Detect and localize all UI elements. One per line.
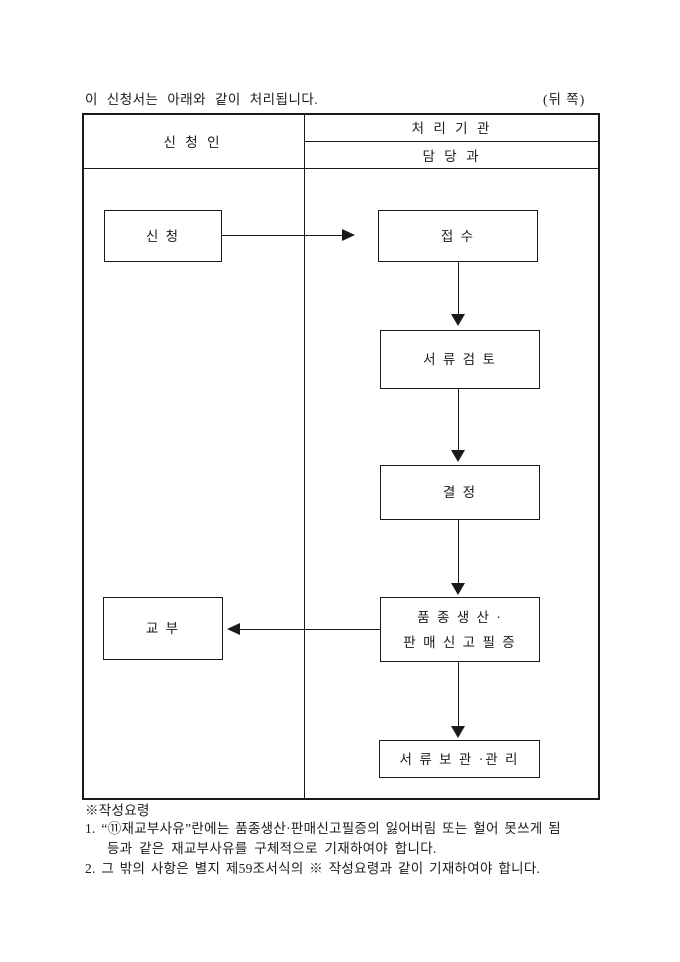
flow-box-document-review: 서 류 검 토 [380,330,540,389]
flow-box-decision: 결 정 [380,465,540,520]
notes-title: ※작성요령 [85,803,150,818]
flow-box-storage: 서 류 보 관 ·관 리 [379,740,540,778]
flow-box-receipt: 접 수 [378,210,538,262]
applicant-header-cell: 신 청 인 [163,134,223,150]
arrowhead-right-icon [342,229,355,241]
connector-apply-to-receipt [222,235,342,236]
department-header-cell: 담 당 과 [422,148,482,164]
back-side-label: (뒤 쪽) [543,92,586,107]
connector-certificate-to-issue [240,629,380,630]
note-item-2: 2. 그 밖의 사항은 별지 제59조서식의 ※ 작성요령과 같이 기재하여야 … [85,861,541,876]
connector-decision-to-certificate [458,520,459,583]
arrowhead-down-icon [451,450,465,462]
header-bottom-line [82,168,600,169]
certificate-label-line1: 품 종 생 산 · [417,609,503,625]
connector-receipt-to-review [458,262,459,314]
arrowhead-left-icon [227,623,240,635]
certificate-label-line2: 판 매 신 고 필 증 [403,634,517,650]
flow-box-certificate: 품 종 생 산 · 판 매 신 고 필 증 [380,597,540,662]
arrowhead-down-icon [451,314,465,326]
flow-box-apply: 신 청 [104,210,222,262]
column-divider-line [304,113,305,800]
connector-certificate-to-storage [458,662,459,726]
agency-row-divider-line [304,141,600,142]
arrowhead-down-icon [451,583,465,595]
connector-review-to-decision [458,389,459,450]
processing-intro-text: 이 신청서는 아래와 같이 처리됩니다. [85,92,319,107]
process-table-frame [82,113,600,800]
agency-header-cell: 처 리 기 관 [411,121,493,136]
arrowhead-down-icon [451,726,465,738]
note-item-1: 1. “⑪재교부사유”란에는 품종생산·판매신고필증의 잃어버림 또는 헐어 못… [85,821,561,836]
flow-box-issue: 교 부 [103,597,223,660]
note-item-1-continued: 등과 같은 재교부사유를 구체적으로 기재하여야 합니다. [107,841,437,856]
